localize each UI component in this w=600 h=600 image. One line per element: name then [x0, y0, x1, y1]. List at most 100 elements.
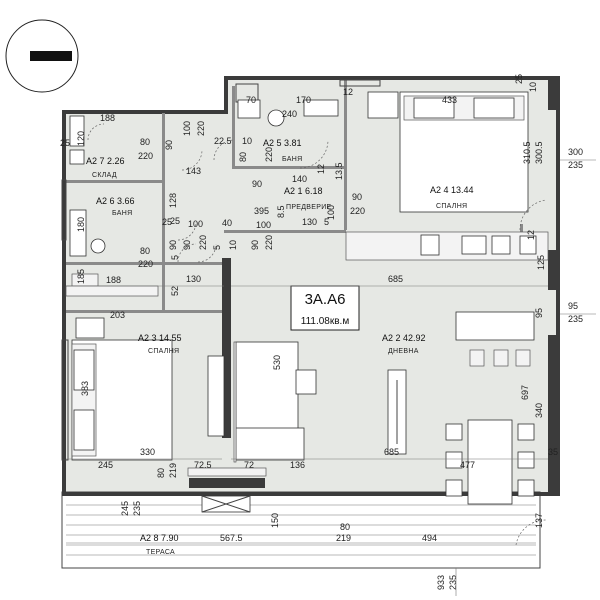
- dim: 90: [252, 179, 262, 189]
- dim: 188: [106, 275, 121, 285]
- room-a21-name: ПРЕДВЕРИЕ: [286, 204, 332, 211]
- dim: 477: [460, 460, 475, 470]
- dim: 330: [140, 447, 155, 457]
- dim: 235: [448, 575, 458, 590]
- dim: 80: [156, 468, 166, 478]
- room-a26-label: A2 6 3.66: [96, 196, 135, 206]
- room-a22-name: ДНЕВНА: [388, 348, 419, 355]
- dim: 80: [340, 522, 350, 532]
- room-labels: A2 7 2.26 СКЛАД A2 6 3.66 БАНЯ A2 5 3.81…: [86, 138, 474, 556]
- dim: 220: [264, 147, 274, 162]
- dim: 72: [244, 460, 254, 470]
- dim: 203: [110, 310, 125, 320]
- dim: 25: [514, 74, 524, 84]
- dim: 180: [76, 217, 86, 232]
- dim: 220: [138, 151, 153, 161]
- dim: 140: [292, 174, 307, 184]
- room-a21-label: A2 1 6.18: [284, 186, 323, 196]
- dim: 235: [568, 314, 583, 324]
- dim: 120: [76, 131, 86, 146]
- unit-badge: 3A.A6 111.08кв.м: [290, 285, 360, 331]
- dim: 90: [182, 240, 192, 250]
- dim: 235: [568, 160, 583, 170]
- dim: 10: [242, 136, 252, 146]
- room-a24-name: СПАЛНЯ: [436, 203, 467, 210]
- terrace-decking: [61, 491, 541, 569]
- room-a24-label: A2 4 13.44: [430, 185, 474, 195]
- dim: 95: [568, 301, 578, 311]
- dim: 240: [282, 109, 297, 119]
- dim: 128: [168, 193, 178, 208]
- dim: 10: [528, 82, 538, 92]
- dim: 245: [98, 460, 113, 470]
- dim: 90: [352, 192, 362, 202]
- room-a23-label: A2 3 14.55: [138, 333, 182, 343]
- dim: 90: [250, 240, 260, 250]
- dim: 5: [324, 217, 329, 227]
- dim: 188: [100, 113, 115, 123]
- dim: 300: [568, 147, 583, 157]
- dim: 12: [316, 164, 326, 174]
- dim: 12: [526, 230, 536, 240]
- dim: 697: [520, 385, 530, 400]
- dim: 25: [60, 138, 70, 148]
- dim: 245: [120, 501, 130, 516]
- dim: 340: [534, 403, 544, 418]
- dim: 8.5: [276, 205, 286, 218]
- dim: 52: [170, 286, 180, 296]
- dim: 5: [170, 255, 180, 260]
- dim: 80: [140, 246, 150, 256]
- door-swings: [87, 123, 547, 546]
- room-a25-name: БАНЯ: [282, 156, 302, 163]
- dim: 310.5: [522, 141, 532, 164]
- dimension-lines: [66, 159, 596, 596]
- furniture: [65, 91, 549, 513]
- dim: 70: [246, 95, 256, 105]
- dim: 125: [536, 255, 546, 270]
- dim: 40: [222, 218, 232, 228]
- dim: 100: [188, 219, 203, 229]
- dim: 130: [186, 274, 201, 284]
- dim: 235: [132, 501, 142, 516]
- dim: 219: [336, 533, 351, 543]
- dim: 25: [162, 217, 172, 227]
- dimension-labels: 25 120 188 80 220 90 100 220 22.5 10 80 …: [60, 74, 583, 590]
- dim: 150: [270, 513, 280, 528]
- room-a28-name: ТЕРАСА: [146, 549, 175, 556]
- dim: 72.5: [194, 460, 212, 470]
- dim: 494: [422, 533, 437, 543]
- dim: 933: [436, 575, 446, 590]
- unit-code: 3A.A6: [305, 291, 346, 308]
- dim: 220: [138, 259, 153, 269]
- dim: 395: [254, 206, 269, 216]
- dim: 433: [442, 95, 457, 105]
- unit-area: 111.08кв.м: [301, 316, 350, 327]
- dim: 219: [168, 463, 178, 478]
- dim: 100: [256, 220, 271, 230]
- dim: 25: [170, 216, 180, 226]
- dim: 143: [186, 166, 201, 176]
- dim: 13.5: [334, 162, 344, 180]
- dim: 22.5: [214, 136, 232, 146]
- room-a26-name: БАНЯ: [112, 210, 132, 217]
- dim: 80: [238, 152, 248, 162]
- room-a27-name: СКЛАД: [92, 172, 117, 179]
- room-a22-label: A2 2 42.92: [382, 333, 426, 343]
- dim: 136: [290, 460, 305, 470]
- dim: 567.5: [220, 533, 243, 543]
- dim: 170: [296, 95, 311, 105]
- dim: 685: [388, 274, 403, 284]
- dim: 80: [140, 137, 150, 147]
- dim: 10: [228, 240, 238, 250]
- dim: 100: [182, 121, 192, 136]
- dim: 220: [264, 235, 274, 250]
- dim: 95: [534, 308, 544, 318]
- dim: 90: [164, 140, 174, 150]
- room-a23-name: СПАЛНЯ: [148, 348, 179, 355]
- room-a28-label: A2 8 7.90: [140, 533, 179, 543]
- dim: 300.5: [534, 141, 544, 164]
- dim: 530: [272, 355, 282, 370]
- dim: 220: [196, 121, 206, 136]
- dim: 35: [548, 447, 558, 457]
